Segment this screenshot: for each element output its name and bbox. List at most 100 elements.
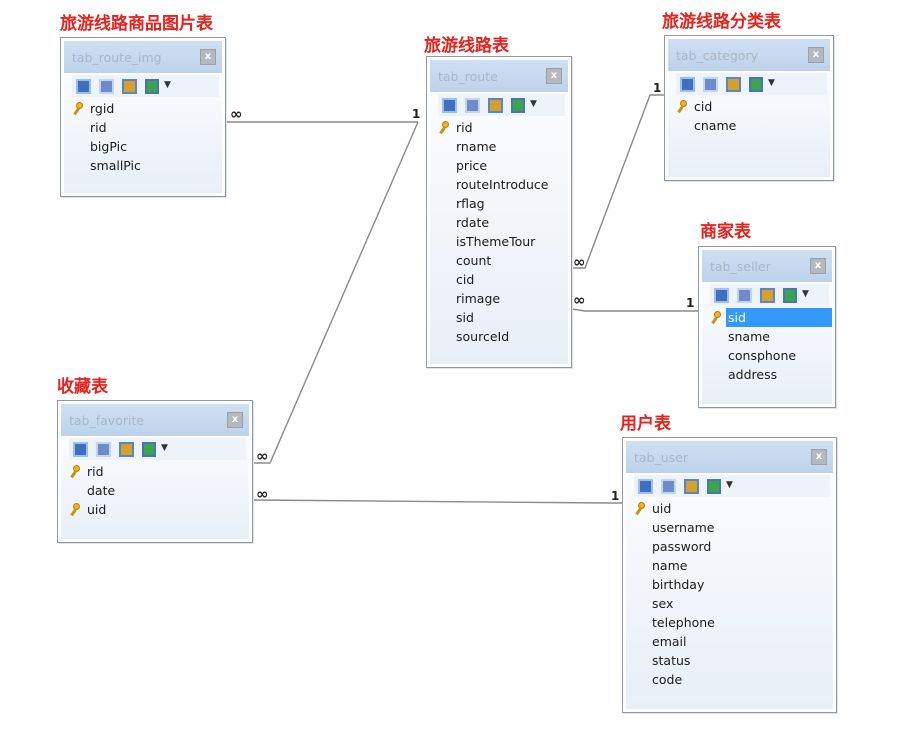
field-row[interactable]: email	[626, 632, 833, 651]
field-row[interactable]: cid	[668, 97, 830, 116]
field-row[interactable]: status	[626, 651, 833, 670]
field-row[interactable]: rid	[61, 462, 249, 481]
field-row[interactable]: rgid	[64, 99, 222, 118]
add-field-icon[interactable]	[680, 77, 695, 92]
chevron-down-icon[interactable]: ▼	[530, 99, 537, 109]
chevron-down-icon[interactable]: ▼	[768, 78, 775, 88]
field-row[interactable]: name	[626, 556, 833, 575]
add-field-icon[interactable]	[714, 288, 729, 303]
field-row[interactable]: cname	[668, 116, 830, 135]
edit-field-icon[interactable]	[760, 288, 775, 303]
edit-field-icon[interactable]	[684, 479, 699, 494]
chevron-down-icon[interactable]: ▼	[164, 80, 171, 90]
cardinality-one: 1	[412, 107, 421, 121]
field-row[interactable]: rid	[64, 118, 222, 137]
field-row[interactable]: code	[626, 670, 833, 689]
field-name: birthday	[652, 577, 705, 592]
chevron-down-icon[interactable]: ▼	[802, 289, 809, 299]
relation-line-favorite-user[interactable]	[252, 499, 622, 504]
relation-line-route-category[interactable]	[572, 94, 664, 269]
field-row[interactable]: birthday	[626, 575, 833, 594]
field-row[interactable]: rimage	[430, 289, 568, 308]
field-row[interactable]: price	[430, 156, 568, 175]
field-row[interactable]: address	[702, 365, 832, 384]
chevron-down-icon[interactable]: ▼	[726, 480, 733, 490]
cardinality-many: ∞	[230, 105, 243, 123]
field-row[interactable]: username	[626, 518, 833, 537]
field-row[interactable]: consphone	[702, 346, 832, 365]
field-row[interactable]: sourceId	[430, 327, 568, 346]
field-name: date	[87, 483, 116, 498]
field-row[interactable]: isThemeTour	[430, 232, 568, 251]
field-row[interactable]: sname	[702, 327, 832, 346]
field-row[interactable]: uid	[626, 499, 833, 518]
field-row[interactable]: count	[430, 251, 568, 270]
copy-field-icon[interactable]	[661, 479, 676, 494]
copy-field-icon[interactable]	[465, 98, 480, 113]
edit-field-icon[interactable]	[726, 77, 741, 92]
refresh-icon[interactable]	[511, 98, 525, 113]
copy-field-icon[interactable]	[703, 77, 718, 92]
close-icon[interactable]: x	[808, 47, 824, 63]
field-row[interactable]: sid	[430, 308, 568, 327]
key-icon	[712, 311, 723, 324]
field-name: isThemeTour	[456, 234, 536, 249]
field-row[interactable]: sex	[626, 594, 833, 613]
close-icon[interactable]: x	[227, 412, 243, 428]
field-name: cid	[694, 99, 713, 114]
add-field-icon[interactable]	[76, 79, 91, 94]
close-icon[interactable]: x	[546, 68, 562, 84]
copy-field-icon[interactable]	[96, 442, 111, 457]
field-row[interactable]: rid	[430, 118, 568, 137]
add-field-icon[interactable]	[73, 442, 88, 457]
edit-field-icon[interactable]	[488, 98, 503, 113]
field-row[interactable]: smallPic	[64, 156, 222, 175]
refresh-icon[interactable]	[142, 442, 156, 457]
relation-line-route-seller[interactable]	[571, 308, 698, 312]
refresh-icon[interactable]	[749, 77, 763, 92]
field-row[interactable]: routeIntroduce	[430, 175, 568, 194]
add-field-icon[interactable]	[442, 98, 457, 113]
edit-field-icon[interactable]	[119, 442, 134, 457]
key-icon	[440, 121, 451, 134]
refresh-icon[interactable]	[707, 479, 721, 494]
edit-field-icon[interactable]	[122, 79, 137, 94]
chevron-down-icon[interactable]: ▼	[161, 443, 168, 453]
refresh-icon[interactable]	[145, 79, 159, 94]
field-row[interactable]: rdate	[430, 213, 568, 232]
copy-field-icon[interactable]	[99, 79, 114, 94]
field-name: smallPic	[90, 158, 141, 173]
close-icon[interactable]: x	[810, 258, 826, 274]
table-name: tab_seller	[710, 259, 771, 274]
add-field-icon[interactable]	[638, 479, 653, 494]
field-row[interactable]: sid	[702, 308, 832, 327]
field-row[interactable]: bigPic	[64, 137, 222, 156]
field-row[interactable]: date	[61, 481, 249, 500]
relation-line-favorite-route[interactable]	[253, 121, 419, 464]
field-row[interactable]: uid	[61, 500, 249, 519]
copy-field-icon[interactable]	[737, 288, 752, 303]
field-row[interactable]: telephone	[626, 613, 833, 632]
field-row[interactable]: cid	[430, 270, 568, 289]
field-row[interactable]: rname	[430, 137, 568, 156]
field-row[interactable]: rflag	[430, 194, 568, 213]
table-title-bar[interactable]: tab_seller x	[702, 250, 832, 282]
cardinality-many: ∞	[256, 447, 269, 465]
key-icon	[71, 465, 82, 478]
field-row[interactable]: password	[626, 537, 833, 556]
refresh-icon[interactable]	[783, 288, 797, 303]
close-icon[interactable]: x	[811, 449, 827, 465]
close-icon[interactable]: x	[200, 49, 216, 65]
